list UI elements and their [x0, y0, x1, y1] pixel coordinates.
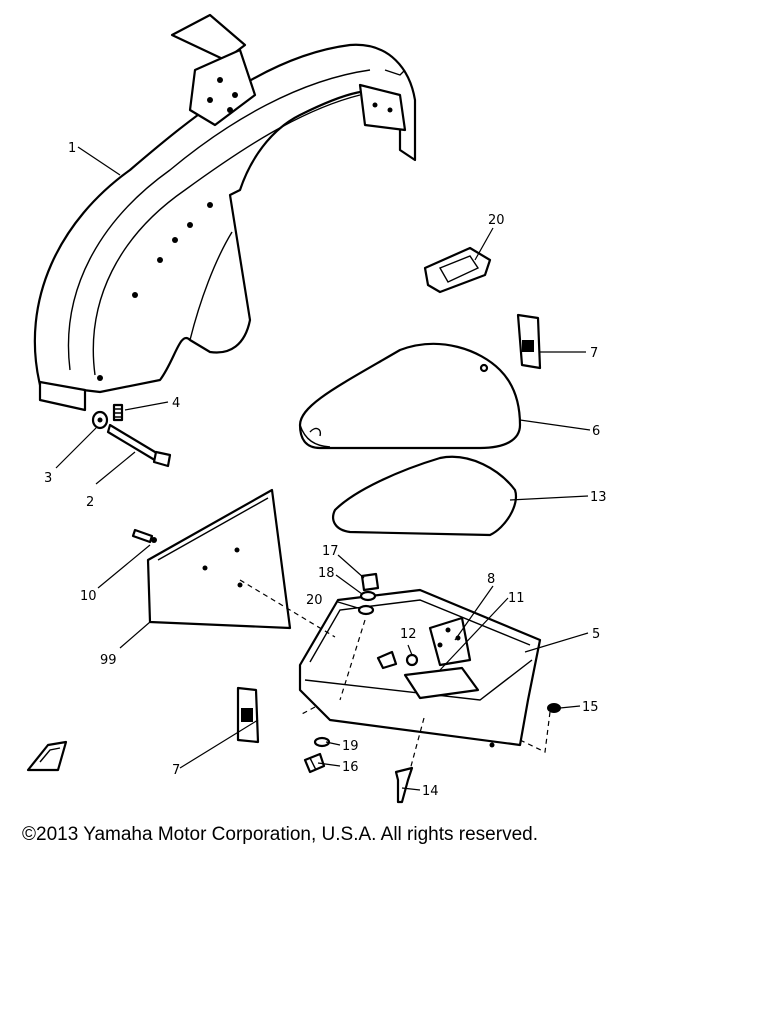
nut-part [360, 572, 380, 592]
washer-part [91, 410, 109, 430]
collar-part [112, 403, 124, 422]
callout-20-mid: 20 [306, 593, 323, 608]
callout-18: 18 [318, 566, 335, 581]
callout-99: 99 [100, 653, 117, 668]
callout-11: 11 [508, 591, 525, 606]
emblem-part-bottom [236, 686, 260, 744]
callout-1: 1 [68, 141, 76, 156]
callout-13: 13 [590, 490, 607, 505]
callout-2: 2 [86, 495, 94, 510]
callout-12: 12 [400, 627, 417, 642]
side-cover-part [146, 488, 292, 630]
parts-diagram: 1 2 3 4 5 6 7 7 8 10 11 12 13 14 15 16 1… [26, 13, 607, 804]
callout-3: 3 [44, 471, 52, 486]
front-direction-icon [26, 740, 68, 772]
callout-4: 4 [172, 396, 180, 411]
callout-6: 6 [592, 424, 600, 439]
fender-part [33, 13, 417, 412]
callout-8: 8 [487, 572, 495, 587]
callout-7-top: 7 [590, 346, 598, 361]
callout-14: 14 [422, 784, 439, 799]
toolbox-part [298, 588, 542, 748]
grommet-part [405, 653, 419, 667]
screw-part-16 [303, 752, 326, 774]
copyright-notice: ©2013 Yamaha Motor Corporation, U.S.A. A… [22, 824, 538, 845]
callout-15: 15 [582, 700, 599, 715]
callout-17: 17 [322, 544, 339, 559]
callout-19: 19 [342, 739, 359, 754]
plug-part [547, 703, 561, 713]
callout-10: 10 [80, 589, 97, 604]
bolt-part [106, 423, 172, 468]
washer-part-20 [357, 604, 375, 616]
emblem-part-top [516, 313, 542, 370]
clip-part [423, 246, 492, 294]
washer-part-18 [359, 590, 377, 602]
callout-7-bottom: 7 [172, 763, 180, 778]
screw-part [131, 528, 157, 544]
seat-part [298, 342, 522, 450]
callout-5: 5 [592, 627, 600, 642]
callout-20-top: 20 [488, 213, 505, 228]
washer-part-19 [313, 736, 331, 748]
callout-16: 16 [342, 760, 359, 775]
cushion-part [332, 455, 518, 537]
rivet-part [394, 766, 414, 804]
